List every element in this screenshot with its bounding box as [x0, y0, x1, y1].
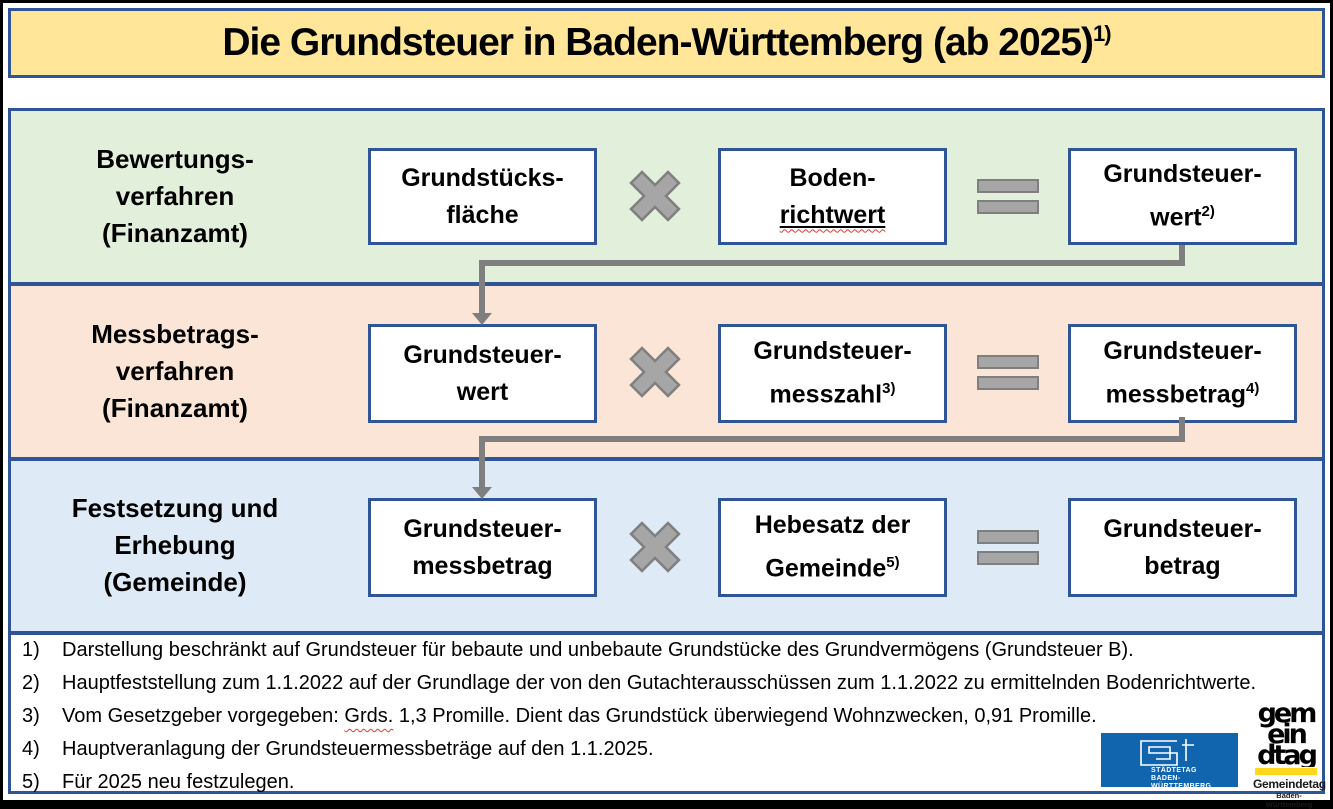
connector-1-horizontal: [479, 260, 1185, 266]
gemeindetag-logo-text: Gemeindetag: [1253, 777, 1326, 791]
title-banner: Die Grundsteuer in Baden-Württemberg (ab…: [8, 8, 1325, 78]
multiply-icon: [629, 346, 681, 398]
band-label-messbetragsverfahren: Messbetrags- verfahren (Finanzamt): [91, 319, 259, 423]
equals-icon: [977, 530, 1039, 565]
footnote-3: 3) Vom Gesetzgeber vorgegeben: Grds. 1,3…: [22, 705, 1097, 727]
footnote-2: 2) Hauptfeststellung zum 1.1.2022 auf de…: [22, 672, 1257, 694]
page-title-text: Die Grundsteuer in Baden-Württemberg (ab…: [222, 21, 1094, 64]
box-hebesatz-gemeinde: Hebesatz der Gemeinde5): [718, 498, 947, 597]
staedtetag-logo-subtext: BADEN-WÜRTTEMBERG: [1151, 775, 1212, 790]
equals-icon: [977, 179, 1039, 214]
box-bodenrichtwert: Boden- richtwert: [718, 148, 947, 245]
band-label-bewertungsverfahren: Bewertungs- verfahren (Finanzamt): [96, 144, 254, 248]
spellcheck-underlined-word: Grds.: [344, 705, 394, 727]
gemeindetag-letters-icon: gem ein dtag: [1255, 703, 1317, 767]
arrow-down-icon: [472, 487, 492, 499]
footnote-ref-2: 2): [1201, 203, 1215, 221]
spellcheck-underlined-word: richtwert: [779, 200, 886, 229]
connector-1-vertical-end: [479, 260, 485, 314]
equals-icon: [977, 355, 1039, 390]
gemeindetag-logo-subtext: Baden-Württemberg: [1265, 791, 1313, 809]
footnote-4: 4) Hauptveranlagung der Grundsteuermessb…: [22, 738, 654, 760]
footnote-5: 5) Für 2025 neu festzulegen.: [22, 771, 295, 793]
arrow-down-icon: [472, 313, 492, 325]
box-grundsteuerwert-result: Grundsteuer- wert2): [1068, 148, 1297, 245]
connector-2-vertical-end: [479, 436, 485, 488]
box-grundstuecksflaeche: Grundstücks- fläche: [368, 148, 597, 245]
box-grundsteuermessbetrag-input: Grundsteuer- messbetrag: [368, 498, 597, 597]
footnote-ref-4: 4): [1246, 380, 1260, 398]
staedtetag-logo: STÄDTETAG BADEN-WÜRTTEMBERG: [1101, 733, 1238, 790]
footnote-ref-5: 5): [886, 554, 900, 572]
connector-1-vertical-start: [1179, 245, 1185, 266]
gemeindetag-yellow-bar: [1255, 768, 1317, 775]
page-title: Die Grundsteuer in Baden-Württemberg (ab…: [222, 21, 1112, 65]
box-grundsteuermesszahl: Grundsteuer- messzahl3): [718, 324, 947, 423]
staedtetag-logo-text: STÄDTETAG: [1151, 767, 1197, 774]
connector-2-horizontal: [479, 436, 1185, 442]
footnote-1: 1) Darstellung beschränkt auf Grundsteue…: [22, 639, 1134, 661]
band-label-festsetzung: Festsetzung und Erhebung (Gemeinde): [71, 493, 279, 597]
box-grundsteuermessbetrag-result: Grundsteuer- messbetrag4): [1068, 324, 1297, 423]
staedtetag-st-glyph-icon: [1140, 739, 1194, 766]
box-grundsteuerbetrag: Grundsteuer- betrag: [1068, 498, 1297, 597]
multiply-icon: [629, 170, 681, 222]
page-title-footnote-ref: 1): [1093, 21, 1112, 46]
footnote-ref-3: 3): [882, 380, 896, 398]
box-grundsteuerwert-input: Grundsteuer- wert: [368, 324, 597, 423]
multiply-icon: [629, 521, 681, 573]
connector-2-vertical-start: [1179, 417, 1185, 442]
